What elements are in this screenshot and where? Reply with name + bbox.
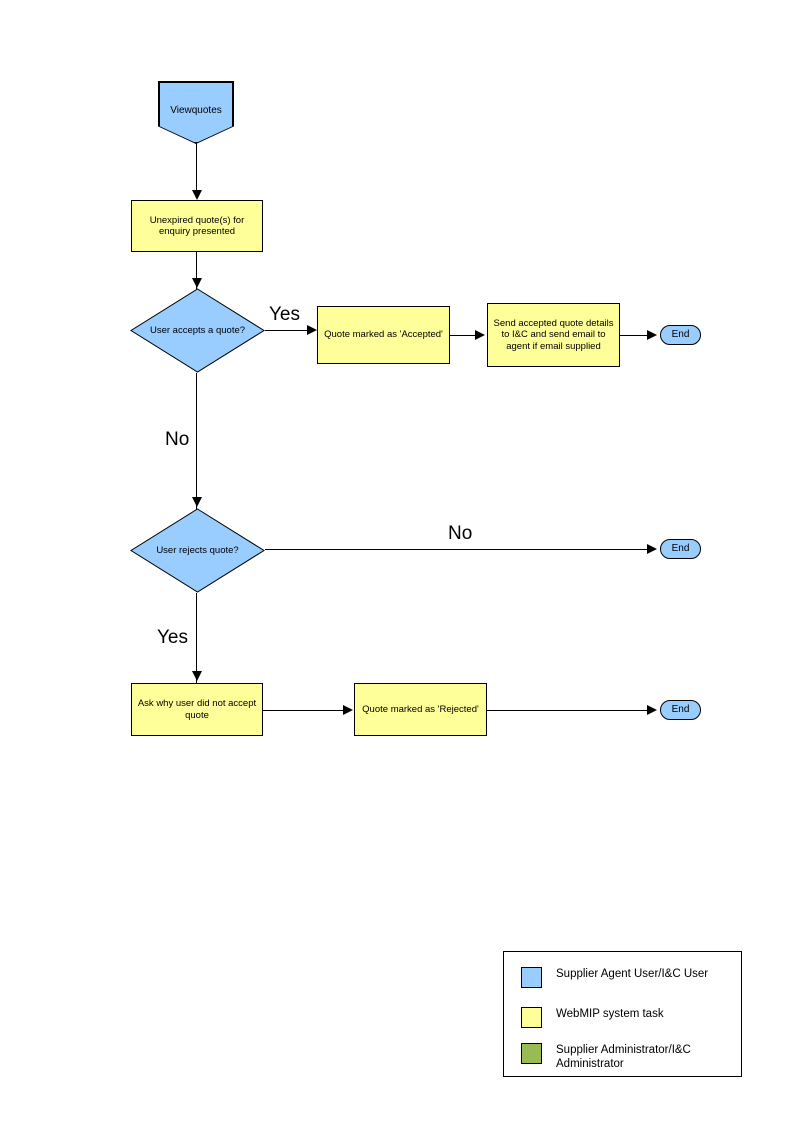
task-quote-marked-rejected-label: Quote marked as 'Rejected' bbox=[362, 703, 479, 715]
task-unexpired-quotes[interactable]: Unexpired quote(s) for enquiry presented bbox=[131, 200, 263, 252]
task-send-accepted-details-label: Send accepted quote details to I&C and s… bbox=[493, 318, 614, 352]
legend-label-webmip-task: WebMIP system task bbox=[556, 1008, 664, 1020]
decision-user-rejects-quote-label: User rejects quote? bbox=[156, 544, 239, 556]
legend-swatch-green bbox=[521, 1043, 542, 1064]
terminator-end-rejected-label: End bbox=[671, 704, 690, 716]
diamond-shape-reject bbox=[130, 508, 265, 593]
arrowhead-send-to-end-accepted bbox=[647, 330, 657, 340]
task-quote-marked-accepted[interactable]: Quote marked as 'Accepted' bbox=[317, 306, 450, 364]
arrowhead-accept-no bbox=[192, 497, 202, 507]
task-ask-why-not-accepted-label: Ask why user did not accept quote bbox=[137, 698, 257, 721]
connector-accept-yes bbox=[265, 330, 310, 331]
legend-item-supplier-administrator: Supplier Administrator/I&C Administrator bbox=[521, 1043, 741, 1071]
legend-item-supplier-agent: Supplier Agent User/I&C User bbox=[521, 967, 708, 988]
connector-reject-no bbox=[265, 549, 648, 550]
start-node-viewquotes[interactable]: Viewquotes bbox=[159, 82, 233, 143]
branch-label-accept-no: No bbox=[165, 429, 190, 450]
arrowhead-unexpired-to-decision-accept bbox=[192, 278, 202, 288]
branch-label-reject-no: No bbox=[448, 523, 473, 544]
branch-label-reject-yes: Yes bbox=[157, 627, 188, 648]
arrowhead-reject-yes bbox=[192, 671, 202, 681]
connector-send-to-end-accepted bbox=[620, 335, 648, 336]
task-quote-marked-accepted-label: Quote marked as 'Accepted' bbox=[324, 329, 443, 341]
arrowhead-accepted-to-send bbox=[475, 330, 485, 340]
decision-user-rejects-quote[interactable]: User rejects quote? bbox=[130, 508, 265, 593]
terminator-end-accepted[interactable]: End bbox=[660, 325, 701, 345]
terminator-end-no-reject-label: End bbox=[671, 543, 690, 555]
task-quote-marked-rejected[interactable]: Quote marked as 'Rejected' bbox=[354, 683, 487, 736]
diamond-shape-accept bbox=[130, 288, 265, 373]
decision-user-accepts-quote-label: User accepts a quote? bbox=[149, 324, 246, 336]
arrowhead-start-to-unexpired bbox=[192, 190, 202, 200]
legend-panel: Supplier Agent User/I&C User WebMIP syst… bbox=[503, 951, 742, 1077]
terminator-end-no-reject[interactable]: End bbox=[660, 539, 701, 559]
arrowhead-accept-yes bbox=[307, 325, 317, 335]
branch-label-accept-yes: Yes bbox=[269, 304, 300, 325]
connector-unexpired-to-decision-accept bbox=[196, 252, 197, 289]
connector-accepted-to-send bbox=[450, 335, 476, 336]
legend-label-supplier-administrator: Supplier Administrator/I&C Administrator bbox=[556, 1044, 691, 1071]
connector-rejected-to-end bbox=[487, 710, 648, 711]
arrowhead-reject-no bbox=[647, 544, 657, 554]
terminator-end-rejected[interactable]: End bbox=[660, 700, 701, 720]
connector-start-to-unexpired bbox=[196, 143, 197, 191]
legend-label-supplier-agent: Supplier Agent User/I&C User bbox=[556, 968, 709, 980]
decision-user-accepts-quote[interactable]: User accepts a quote? bbox=[130, 288, 265, 373]
arrowhead-rejected-to-end bbox=[647, 705, 657, 715]
connector-reject-yes bbox=[196, 593, 197, 683]
legend-swatch-blue bbox=[521, 967, 542, 988]
task-unexpired-quotes-label: Unexpired quote(s) for enquiry presented bbox=[149, 214, 245, 237]
task-send-accepted-details[interactable]: Send accepted quote details to I&C and s… bbox=[487, 303, 620, 367]
connector-ask-to-rejected bbox=[263, 710, 345, 711]
start-node-label: Viewquotes bbox=[170, 105, 222, 116]
terminator-end-accepted-label: End bbox=[671, 329, 690, 341]
legend-item-webmip-task: WebMIP system task bbox=[521, 1007, 664, 1028]
connector-accept-no bbox=[196, 373, 197, 509]
task-ask-why-not-accepted[interactable]: Ask why user did not accept quote bbox=[131, 683, 263, 736]
legend-swatch-yellow bbox=[521, 1007, 542, 1028]
arrowhead-ask-to-rejected bbox=[343, 705, 353, 715]
